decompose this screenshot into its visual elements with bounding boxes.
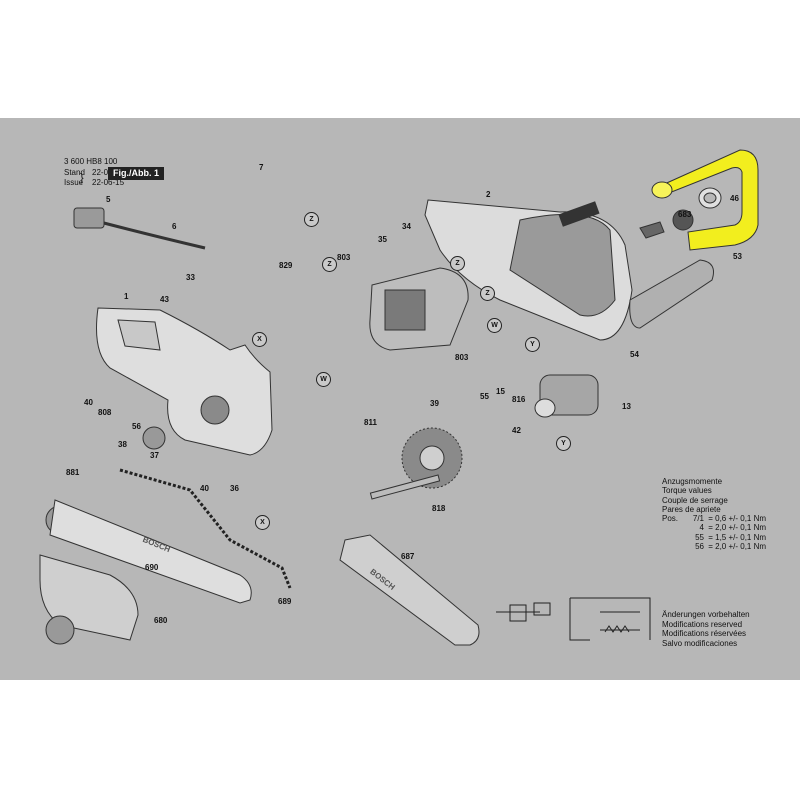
ring-46-inner [703,192,717,204]
callout-690: 690 [145,563,159,572]
torque-value: = 2,0 +/- 0,1 Nm [708,523,767,533]
callout-54: 54 [630,350,639,359]
torque-title-en: Torque values [662,486,712,496]
torque-pos: 4 [699,523,704,533]
torque-title-fr: Couple de serrage [662,495,728,505]
torque-row: 56 = 2,0 +/- 0,1 Nm [662,542,766,551]
view-marker-x1: X [252,332,267,347]
callout-36: 36 [230,484,239,493]
callout-829: 829 [279,261,293,270]
callout-680: 680 [154,616,168,625]
view-marker-z2: Z [322,257,337,272]
torque-value: = 1,5 +/- 0,1 Nm [708,532,767,542]
callout-7: 7 [259,163,264,172]
callout-15: 15 [496,387,505,396]
callout-33: 33 [186,273,195,282]
stand-value: 22-01 [92,168,113,177]
callout-46: 46 [730,194,739,203]
torque-pos: 56 [695,542,704,552]
torque-row: 55 = 1,5 +/- 0,1 Nm [662,533,766,542]
view-marker-x2: X [255,515,270,530]
brace-icon: } [80,172,84,184]
handle-end [651,181,673,199]
part-number: 3 600 HB8 100 [64,157,118,166]
callout-6: 6 [172,222,177,231]
figure-tag: Fig./Abb. 1 [108,167,164,180]
callout-881: 881 [66,468,80,477]
callout-803-bottom: 803 [455,353,469,362]
callout-37: 37 [150,451,159,460]
knob-680 [45,615,75,645]
view-marker-z3: Z [450,256,465,271]
torque-table: Anzugsmomente Torque values Couple de se… [662,477,766,551]
view-marker-y2: Y [525,337,540,352]
pos-label: Pos. [662,514,679,524]
callout-689: 689 [278,597,292,606]
torque-title-de: Anzugsmomente [662,477,723,486]
callout-40-mid: 40 [200,484,209,493]
view-marker-z1: Z [304,212,319,227]
callout-1: 1 [124,292,129,301]
callout-13: 13 [622,402,631,411]
sprocket-37 [142,426,166,450]
callout-808: 808 [98,408,112,417]
note-de: Änderungen vorbehalten [662,610,750,619]
view-marker-w1: W [316,372,331,387]
callout-56: 56 [132,422,141,431]
saw-chain-689 [119,468,292,589]
torque-value: = 2,0 +/- 0,1 Nm [708,542,767,552]
plug-5 [73,207,105,229]
callout-43: 43 [160,295,169,304]
callout-683: 683 [678,210,692,219]
note-es: Salvo modificaciones [662,638,738,648]
torque-row: Pos. 7/1 = 0,6 +/- 0,1 Nm [662,514,766,523]
chain-brake-54 [629,259,714,329]
callout-38: 38 [118,440,127,449]
callout-816: 816 [512,395,526,404]
view-marker-y1: Y [556,436,571,451]
cable-6 [99,220,206,250]
callout-2: 2 [486,190,491,199]
modification-notes: Änderungen vorbehalten Modifications res… [662,610,750,648]
callout-35: 35 [378,235,387,244]
callout-55: 55 [480,392,489,401]
torque-pos: 55 [695,532,704,542]
torque-title-es: Pares de apriete [662,504,721,514]
note-fr: Modifications réservées [662,629,747,638]
torque-pos: 7/1 [692,514,704,524]
key-683 [639,221,665,239]
shaft-818 [369,474,441,500]
issue-value: 22-06-15 [92,178,125,187]
callout-34: 34 [402,222,411,231]
callout-818: 818 [432,504,446,513]
callout-803-top: 803 [337,253,351,262]
issue-label: Issue [64,178,84,187]
callout-5: 5 [106,195,111,204]
callout-40-left: 40 [84,398,93,407]
callout-811: 811 [364,418,377,427]
scabbard-687 [339,534,480,646]
callout-39: 39 [430,399,439,408]
cap-683 [672,209,694,231]
note-en: Modifications reserved [662,619,743,629]
torque-value: = 0,6 +/- 0,1 Nm [708,514,767,524]
callout-687: 687 [401,552,415,561]
callout-42: 42 [512,426,521,435]
torque-row: 4 = 2,0 +/- 0,1 Nm [662,523,767,533]
view-marker-w2: W [487,318,502,333]
guide-bar-690 [49,499,252,604]
view-marker-z4: Z [480,286,495,301]
wiring-schematic [496,597,651,641]
front-handle-part [659,149,759,251]
callout-53: 53 [733,252,742,261]
stand-label: Stand [64,168,85,177]
